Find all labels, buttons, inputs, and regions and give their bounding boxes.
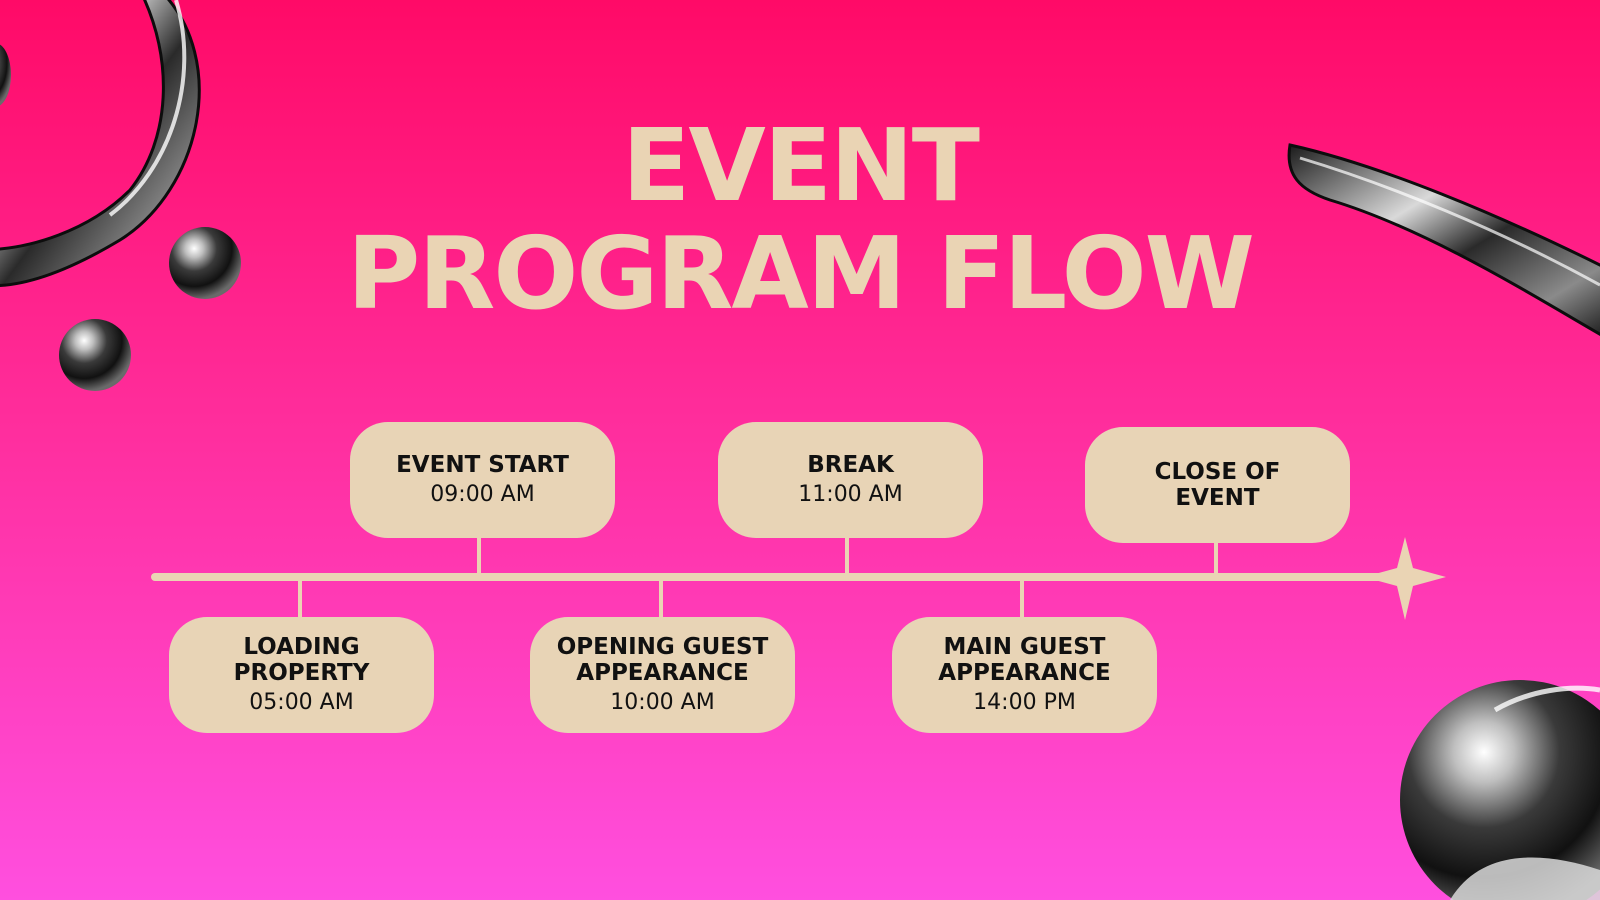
event-label: EVENT START [396, 451, 569, 478]
event-time: 14:00 PM [973, 689, 1076, 715]
event-card-close-of-event: CLOSE OF EVENT [1085, 427, 1350, 543]
connector [298, 577, 302, 617]
chrome-ball-icon [169, 227, 241, 299]
chrome-ball-icon [59, 319, 131, 391]
title-line-2: PROGRAM FLOW [347, 215, 1255, 332]
event-time: 10:00 AM [610, 689, 715, 715]
timeline-line [151, 573, 1384, 581]
chrome-blob-bottom-right [1400, 680, 1600, 900]
event-card-break: BREAK 11:00 AM [718, 422, 983, 538]
event-card-main-guest-appearance: MAIN GUEST APPEARANCE 14:00 PM [892, 617, 1157, 733]
event-time: 11:00 AM [798, 481, 903, 507]
sparkle-star-icon [1364, 537, 1446, 620]
event-label: CLOSE OF EVENT [1154, 459, 1281, 511]
event-label: LOADING PROPERTY [233, 633, 370, 686]
connector [659, 577, 663, 617]
event-label: OPENING GUEST APPEARANCE [556, 633, 769, 686]
connector [477, 538, 481, 577]
event-card-loading-property: LOADING PROPERTY 05:00 AM [169, 617, 434, 733]
event-time: 05:00 AM [249, 689, 354, 715]
connector [845, 538, 849, 577]
page-title: EVENT PROGRAM FLOW [0, 112, 1600, 328]
event-label: MAIN GUEST APPEARANCE [938, 633, 1111, 686]
event-time: 09:00 AM [430, 481, 535, 507]
event-label: BREAK [807, 451, 894, 478]
connector [1020, 577, 1024, 617]
chrome-spike-top-right [1287, 143, 1600, 336]
event-card-opening-guest-appearance: OPENING GUEST APPEARANCE 10:00 AM [530, 617, 795, 733]
connector [1214, 543, 1218, 577]
event-card-event-start: EVENT START 09:00 AM [350, 422, 615, 538]
title-line-1: EVENT [622, 107, 980, 224]
chrome-ring-top-left [0, 0, 201, 288]
